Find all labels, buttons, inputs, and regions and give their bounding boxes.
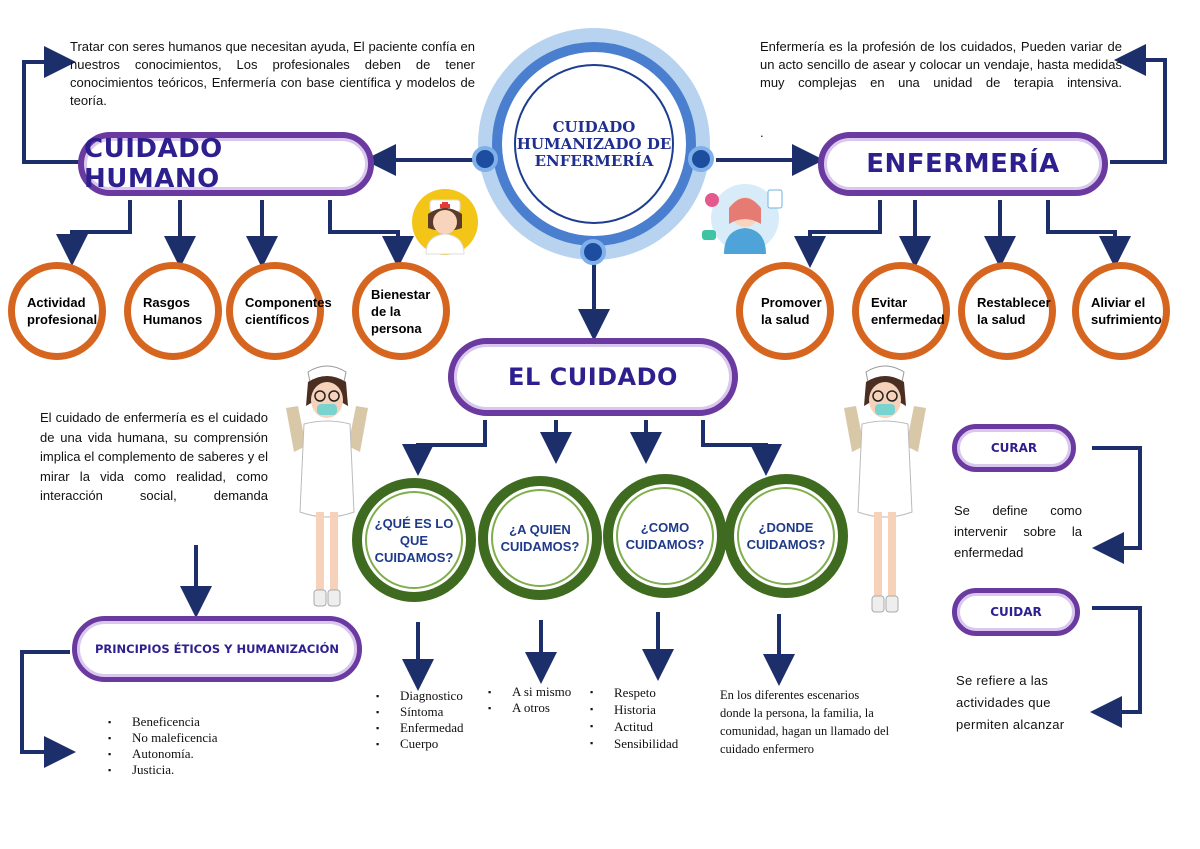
arrow-left-loop (22, 46, 80, 164)
circle-rasgos-humanos: Rasgos Humanos (124, 262, 222, 360)
list-item: A si mismo (488, 684, 571, 700)
nurse-figure-left (286, 365, 368, 607)
list-item: Beneficencia (108, 714, 218, 730)
circle-label: Actividad profesional (27, 295, 98, 327)
curar-description: Se define como intervenir sobre la enfer… (954, 503, 1082, 560)
list-item: A otros (488, 700, 571, 716)
center-dot-bottom (580, 239, 606, 265)
circle-label: Restablecer la salud (977, 295, 1051, 327)
question-label: ¿COMO CUIDAMOS? (625, 520, 705, 552)
nurse-icon (412, 189, 478, 255)
arrow-right-1 (794, 200, 882, 268)
enfermeria-title: ENFERMERÍA (818, 132, 1108, 196)
circle-label: Componentes científicos (245, 295, 332, 327)
arrow-left-1 (56, 200, 132, 266)
question-donde-cuidamos: ¿DONDE CUIDAMOS? (724, 474, 848, 598)
circle-componentes-cientificos: Componentes científicos (226, 262, 332, 360)
center-dot-right (688, 146, 714, 172)
center-node: CUIDADO HUMANIZADO DE ENFERMERÍA (478, 28, 710, 260)
question-como-cuidamos: ¿COMO CUIDAMOS? (603, 474, 727, 598)
answers-quien-list: A si mismo A otros (488, 684, 571, 716)
cuidar-title: CUIDAR (952, 588, 1080, 636)
circle-label: Rasgos Humanos (143, 295, 203, 327)
circle-label: Bienestar de la persona (371, 286, 431, 336)
circle-actividad-profesional: Actividad profesional (8, 262, 106, 360)
answers-que-list: Diagnostico Síntoma Enfermedad Cuerpo (376, 688, 464, 752)
list-item: Justicia. (108, 762, 218, 778)
cuidado-humano-title: CUIDADO HUMANO (78, 132, 374, 196)
arrow-left-4 (328, 200, 414, 268)
arrow-cuidar (1090, 606, 1142, 728)
circle-bienestar-persona: Bienestar de la persona (352, 262, 450, 360)
question-label: ¿DONDE CUIDAMOS? (746, 520, 826, 552)
list-item: Sensibilidad (590, 735, 678, 752)
enfermeria-description: Enfermería es la profesión de los cuidad… (760, 39, 1122, 90)
principles-list: Beneficencia No maleficencia Autonomía. … (108, 714, 218, 778)
arrow-curar (1092, 446, 1142, 564)
arrow-principios (20, 650, 76, 768)
arrow-cuidado-4 (701, 420, 782, 476)
humanizacion-description: El cuidado de enfermería es el cuidado d… (40, 410, 268, 503)
circle-aliviar-sufrimiento: Aliviar el sufrimiento (1072, 262, 1170, 360)
list-item: Cuerpo (376, 736, 464, 752)
circle-restablecer-salud: Restablecer la salud (958, 262, 1056, 360)
el-cuidado-title: EL CUIDADO (448, 338, 738, 416)
circle-label: Promover la salud (761, 295, 822, 327)
nurse-figure-right (844, 365, 926, 613)
list-item: Actitud (590, 718, 678, 735)
enfermeria-dot: . (760, 125, 764, 140)
circle-promover-salud: Promover la salud (736, 262, 834, 360)
arrow-right-loop (1110, 44, 1167, 164)
list-item: Diagnostico (376, 688, 464, 704)
list-item: Historia (590, 701, 678, 718)
answer-donde: En los diferentes escenarios donde la pe… (720, 688, 890, 756)
circle-label: Evitar enfermedad (871, 295, 945, 327)
question-a-quien-cuidamos: ¿A QUIEN CUIDAMOS? (478, 476, 602, 600)
list-item: Síntoma (376, 704, 464, 720)
center-dot-left (472, 146, 498, 172)
list-item: No maleficencia (108, 730, 218, 746)
list-item: Enfermedad (376, 720, 464, 736)
circle-label: Aliviar el sufrimiento (1091, 295, 1162, 327)
question-label: ¿QUÉ ES LO QUE CUIDAMOS? (374, 515, 454, 565)
list-item: Respeto (590, 684, 678, 701)
cuidado-humano-description: Tratar con seres humanos que necesitan a… (70, 39, 475, 108)
answers-como-list: Respeto Historia Actitud Sensibilidad (590, 684, 678, 752)
question-label: ¿A QUIEN CUIDAMOS? (500, 522, 580, 554)
nurse-doctor-icon (702, 184, 783, 254)
center-title: CUIDADO HUMANIZADO DE ENFERMERÍA (514, 64, 674, 224)
list-item: Autonomía. (108, 746, 218, 762)
question-que-cuidamos: ¿QUÉ ES LO QUE CUIDAMOS? (352, 478, 476, 602)
circle-evitar-enfermedad: Evitar enfermedad (852, 262, 950, 360)
curar-title: CURAR (952, 424, 1076, 472)
arrow-cuidado-1 (402, 420, 487, 476)
principios-title: PRINCIPIOS ÉTICOS Y HUMANIZACIÓN (72, 616, 362, 682)
arrow-right-4 (1046, 200, 1131, 268)
cuidar-description: Se refiere a las actividades que permite… (956, 673, 1065, 732)
